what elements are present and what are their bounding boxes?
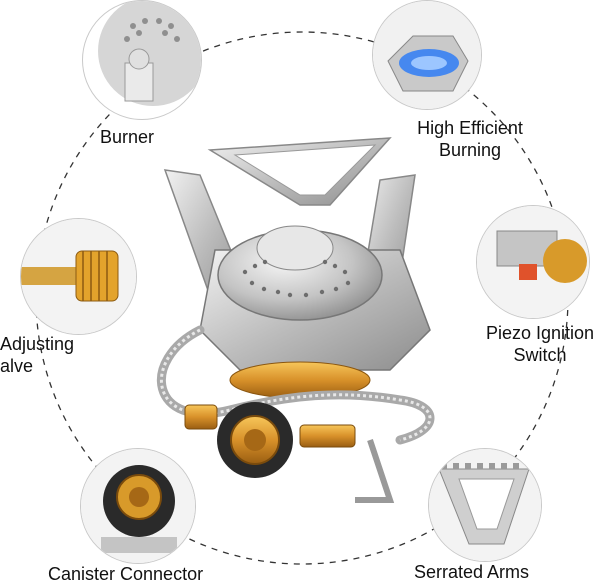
brass-valve-knob-closeup-icon bbox=[20, 218, 137, 335]
connector-label: Canister Connector bbox=[48, 564, 204, 584]
burning-label-line2: Burning bbox=[438, 140, 502, 160]
serrated-arm-closeup-icon bbox=[428, 448, 542, 562]
threaded-connector-closeup-icon bbox=[80, 448, 196, 564]
blue-flame-closeup-icon bbox=[372, 0, 482, 110]
burner-label: Burner bbox=[100, 127, 155, 147]
valve-label: Adjusting alve bbox=[0, 333, 74, 377]
ignition-label: Piezo Ignition Switch bbox=[470, 322, 600, 366]
ignition-switch-closeup-icon bbox=[476, 205, 590, 319]
valve-label-line1: Adjusting bbox=[0, 334, 75, 354]
burning-label-line1: High Efficient bbox=[417, 118, 523, 138]
arms-label: Serrated Arms bbox=[414, 562, 530, 582]
ignition-label-line2: Switch bbox=[513, 345, 567, 365]
burner-closeup-icon bbox=[82, 0, 202, 120]
burning-label: High Efficient Burning bbox=[400, 117, 540, 161]
valve-label-line2: alve bbox=[0, 356, 34, 376]
ignition-label-line1: Piezo Ignition bbox=[485, 323, 595, 343]
